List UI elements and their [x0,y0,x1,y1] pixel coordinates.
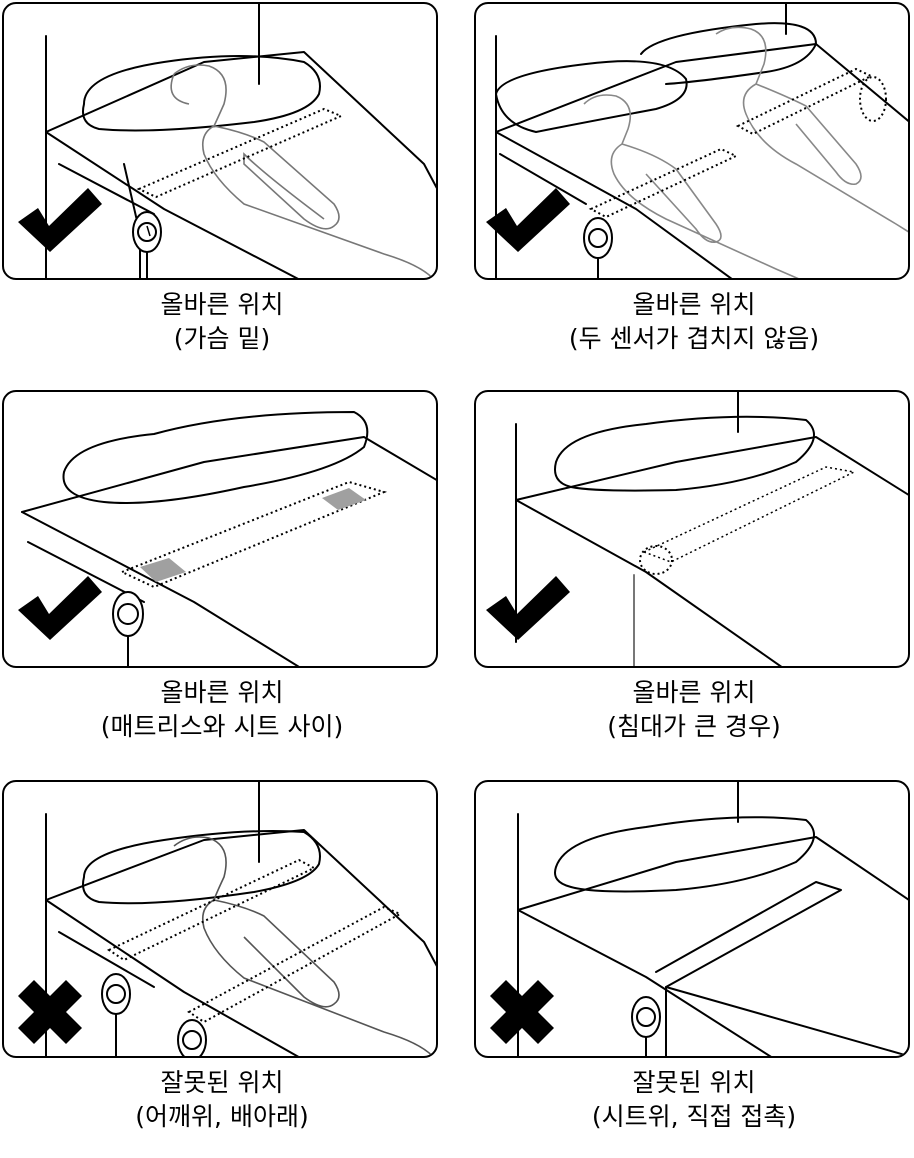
caption-detail: (매트리스와 시트 사이) [2,710,442,744]
sensor-strip-shoulder [109,860,314,960]
sensor-strip-front [591,149,736,217]
caption-3: 올바른 위치 (매트리스와 시트 사이) [2,676,442,744]
caption-detail: (침대가 큰 경우) [474,710,914,744]
diagram-panel-1 [2,2,438,280]
bed-illustration-4 [476,392,910,668]
sensor-strip-belly [189,907,400,1022]
sensor-module [133,212,161,280]
bed-illustration-2 [476,4,910,280]
caption-label: 잘못된 위치 [474,1066,914,1100]
caption-label: 올바른 위치 [474,288,914,322]
caption-2: 올바른 위치 (두 센서가 겹치지 않음) [474,288,914,356]
check-icon [486,576,570,640]
sensor-module [584,218,612,280]
caption-detail: (어깨위, 배아래) [2,1100,442,1134]
caption-label: 잘못된 위치 [2,1066,442,1100]
check-icon [18,188,102,252]
sensor-strip [644,467,854,562]
caption-label: 올바른 위치 [2,288,442,322]
cross-icon [490,980,554,1044]
caption-6: 잘못된 위치 (시트위, 직접 접촉) [474,1066,914,1134]
sensor-module [113,592,143,668]
diagram-panel-3 [2,390,438,668]
bed-illustration-1 [4,4,438,280]
diagram-panel-6 [474,780,910,1058]
sensor-module [632,997,660,1058]
caption-5: 잘못된 위치 (어깨위, 배아래) [2,1066,442,1134]
diagram-panel-5 [2,780,438,1058]
diagram-panel-4 [474,390,910,668]
caption-detail: (두 센서가 겹치지 않음) [474,322,914,356]
caption-1: 올바른 위치 (가슴 밑) [2,288,442,356]
bed-illustration-6 [476,782,910,1058]
caption-detail: (시트위, 직접 접촉) [474,1100,914,1134]
diagram-panel-2 [474,2,910,280]
sensor-end-highlight [640,546,672,574]
caption-label: 올바른 위치 [474,676,914,710]
check-icon [18,576,102,640]
bed-illustration-3 [4,392,438,668]
caption-detail: (가슴 밑) [2,322,442,356]
caption-4: 올바른 위치 (침대가 큰 경우) [474,676,914,744]
caption-label: 올바른 위치 [2,676,442,710]
sensor-pad-back [322,488,366,510]
cross-icon [18,980,82,1044]
bed-illustration-5 [4,782,438,1058]
check-icon [486,188,570,252]
